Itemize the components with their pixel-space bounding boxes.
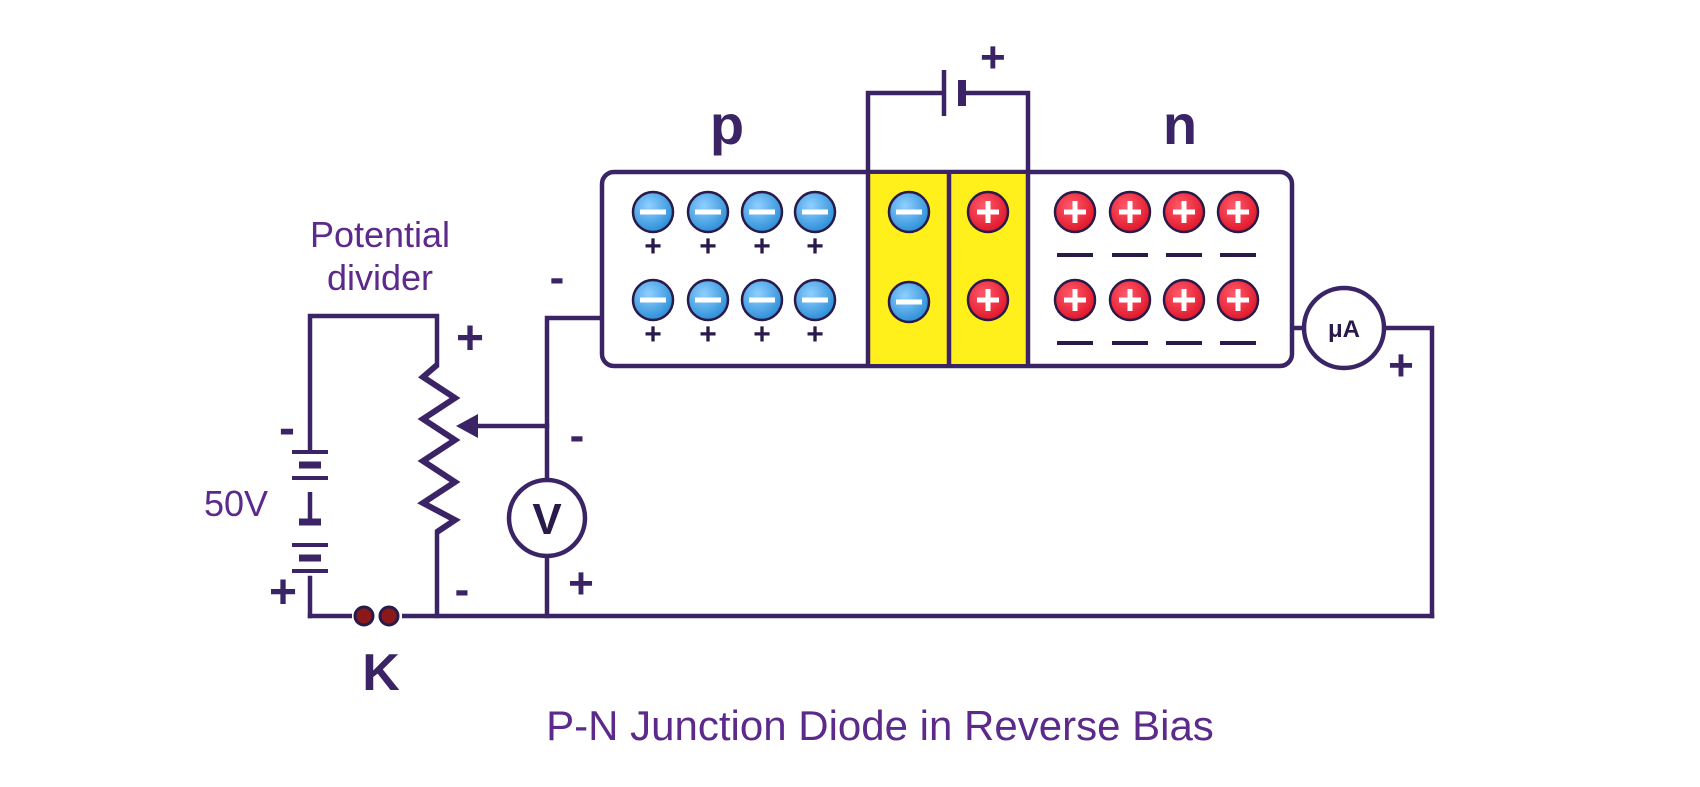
p-hole-carrier: + xyxy=(753,230,771,263)
p-acceptor-ion xyxy=(793,278,837,322)
p-hole-carrier: + xyxy=(699,230,717,263)
p-acceptor-ion xyxy=(740,190,784,234)
ammeter-plus: + xyxy=(1388,341,1414,390)
n-donor-ion xyxy=(1053,190,1097,234)
resistor-zigzag xyxy=(417,362,461,535)
n-region-ions xyxy=(1053,190,1260,345)
key-label: K xyxy=(362,644,400,702)
p-region-label: p xyxy=(710,93,744,156)
p-acceptor-ion xyxy=(740,278,784,322)
n-electron-carrier xyxy=(1057,341,1093,345)
voltmeter-label: V xyxy=(532,495,562,544)
n-donor-ion xyxy=(1216,190,1260,234)
depletion-positive-ion xyxy=(966,190,1010,234)
ammeter-label: μA xyxy=(1328,316,1360,343)
voltmeter-plus: + xyxy=(568,559,594,608)
p-acceptor-ion xyxy=(686,278,730,322)
n-electron-carrier xyxy=(1220,341,1256,345)
p-region-ions: + + + + + + + + xyxy=(631,190,837,351)
p-hole-carrier: + xyxy=(753,318,771,351)
voltmeter: V + xyxy=(506,477,594,608)
depletion-negative-ion xyxy=(887,280,931,324)
ammeter: μA + xyxy=(1301,285,1414,390)
n-donor-ion xyxy=(1108,278,1152,322)
p-acceptor-ion xyxy=(631,278,675,322)
junction-battery-wire xyxy=(865,90,1031,175)
n-electron-carrier xyxy=(1112,253,1148,257)
p-acceptor-ion xyxy=(793,190,837,234)
key-contact-left xyxy=(353,605,375,627)
potential-divider-label-line2: divider xyxy=(327,257,433,298)
p-hole-carrier: + xyxy=(806,318,824,351)
junction-battery: + xyxy=(941,33,1006,116)
right-wire xyxy=(1382,325,1435,619)
p-acceptor-ion xyxy=(631,190,675,234)
n-donor-ion xyxy=(1053,278,1097,322)
circuit-wires xyxy=(307,90,1435,619)
n-electron-carrier xyxy=(1166,341,1202,345)
n-electron-carrier xyxy=(1166,253,1202,257)
divider-minus: - xyxy=(455,565,470,614)
slider-arrowhead xyxy=(456,414,478,438)
battery-50v: 50V - + xyxy=(204,402,328,619)
battery-plus: + xyxy=(269,566,297,619)
junction-battery-plus: + xyxy=(980,33,1006,82)
potential-divider-label-line1: Potential xyxy=(310,214,450,255)
ammeter-circle xyxy=(1301,285,1387,371)
diode: + + + + + + + + xyxy=(599,169,1295,369)
n-donor-ion xyxy=(1162,190,1206,234)
p-hole-carrier: + xyxy=(806,230,824,263)
voltmeter-wire xyxy=(544,315,603,619)
n-donor-ion xyxy=(1216,278,1260,322)
potential-divider: + - - xyxy=(417,312,585,614)
p-hole-carrier: + xyxy=(644,318,662,351)
n-region-label: n xyxy=(1163,93,1197,156)
n-electron-carrier xyxy=(1112,341,1148,345)
n-donor-ion xyxy=(1162,278,1206,322)
n-electron-carrier xyxy=(1220,253,1256,257)
p-hole-carrier: + xyxy=(644,230,662,263)
n-donor-ion xyxy=(1108,190,1152,234)
diode-p-terminal-sign: - xyxy=(550,253,565,302)
n-electron-carrier xyxy=(1057,253,1093,257)
divider-plus: + xyxy=(456,312,484,365)
diagram-title: P-N Junction Diode in Reverse Bias xyxy=(546,702,1214,749)
key-contact-right xyxy=(378,605,400,627)
slider-minus: - xyxy=(570,411,585,460)
p-acceptor-ion xyxy=(686,190,730,234)
battery-minus: - xyxy=(279,402,295,455)
depletion-positive-ion xyxy=(966,278,1010,322)
p-hole-carrier: + xyxy=(699,318,717,351)
battery-top-wire xyxy=(307,313,440,453)
depletion-negative-ion xyxy=(887,190,931,234)
depletion-ions xyxy=(887,190,1010,324)
battery-label: 50V xyxy=(204,483,268,524)
voltmeter-circle xyxy=(506,477,588,559)
key-switch: K xyxy=(352,605,402,702)
